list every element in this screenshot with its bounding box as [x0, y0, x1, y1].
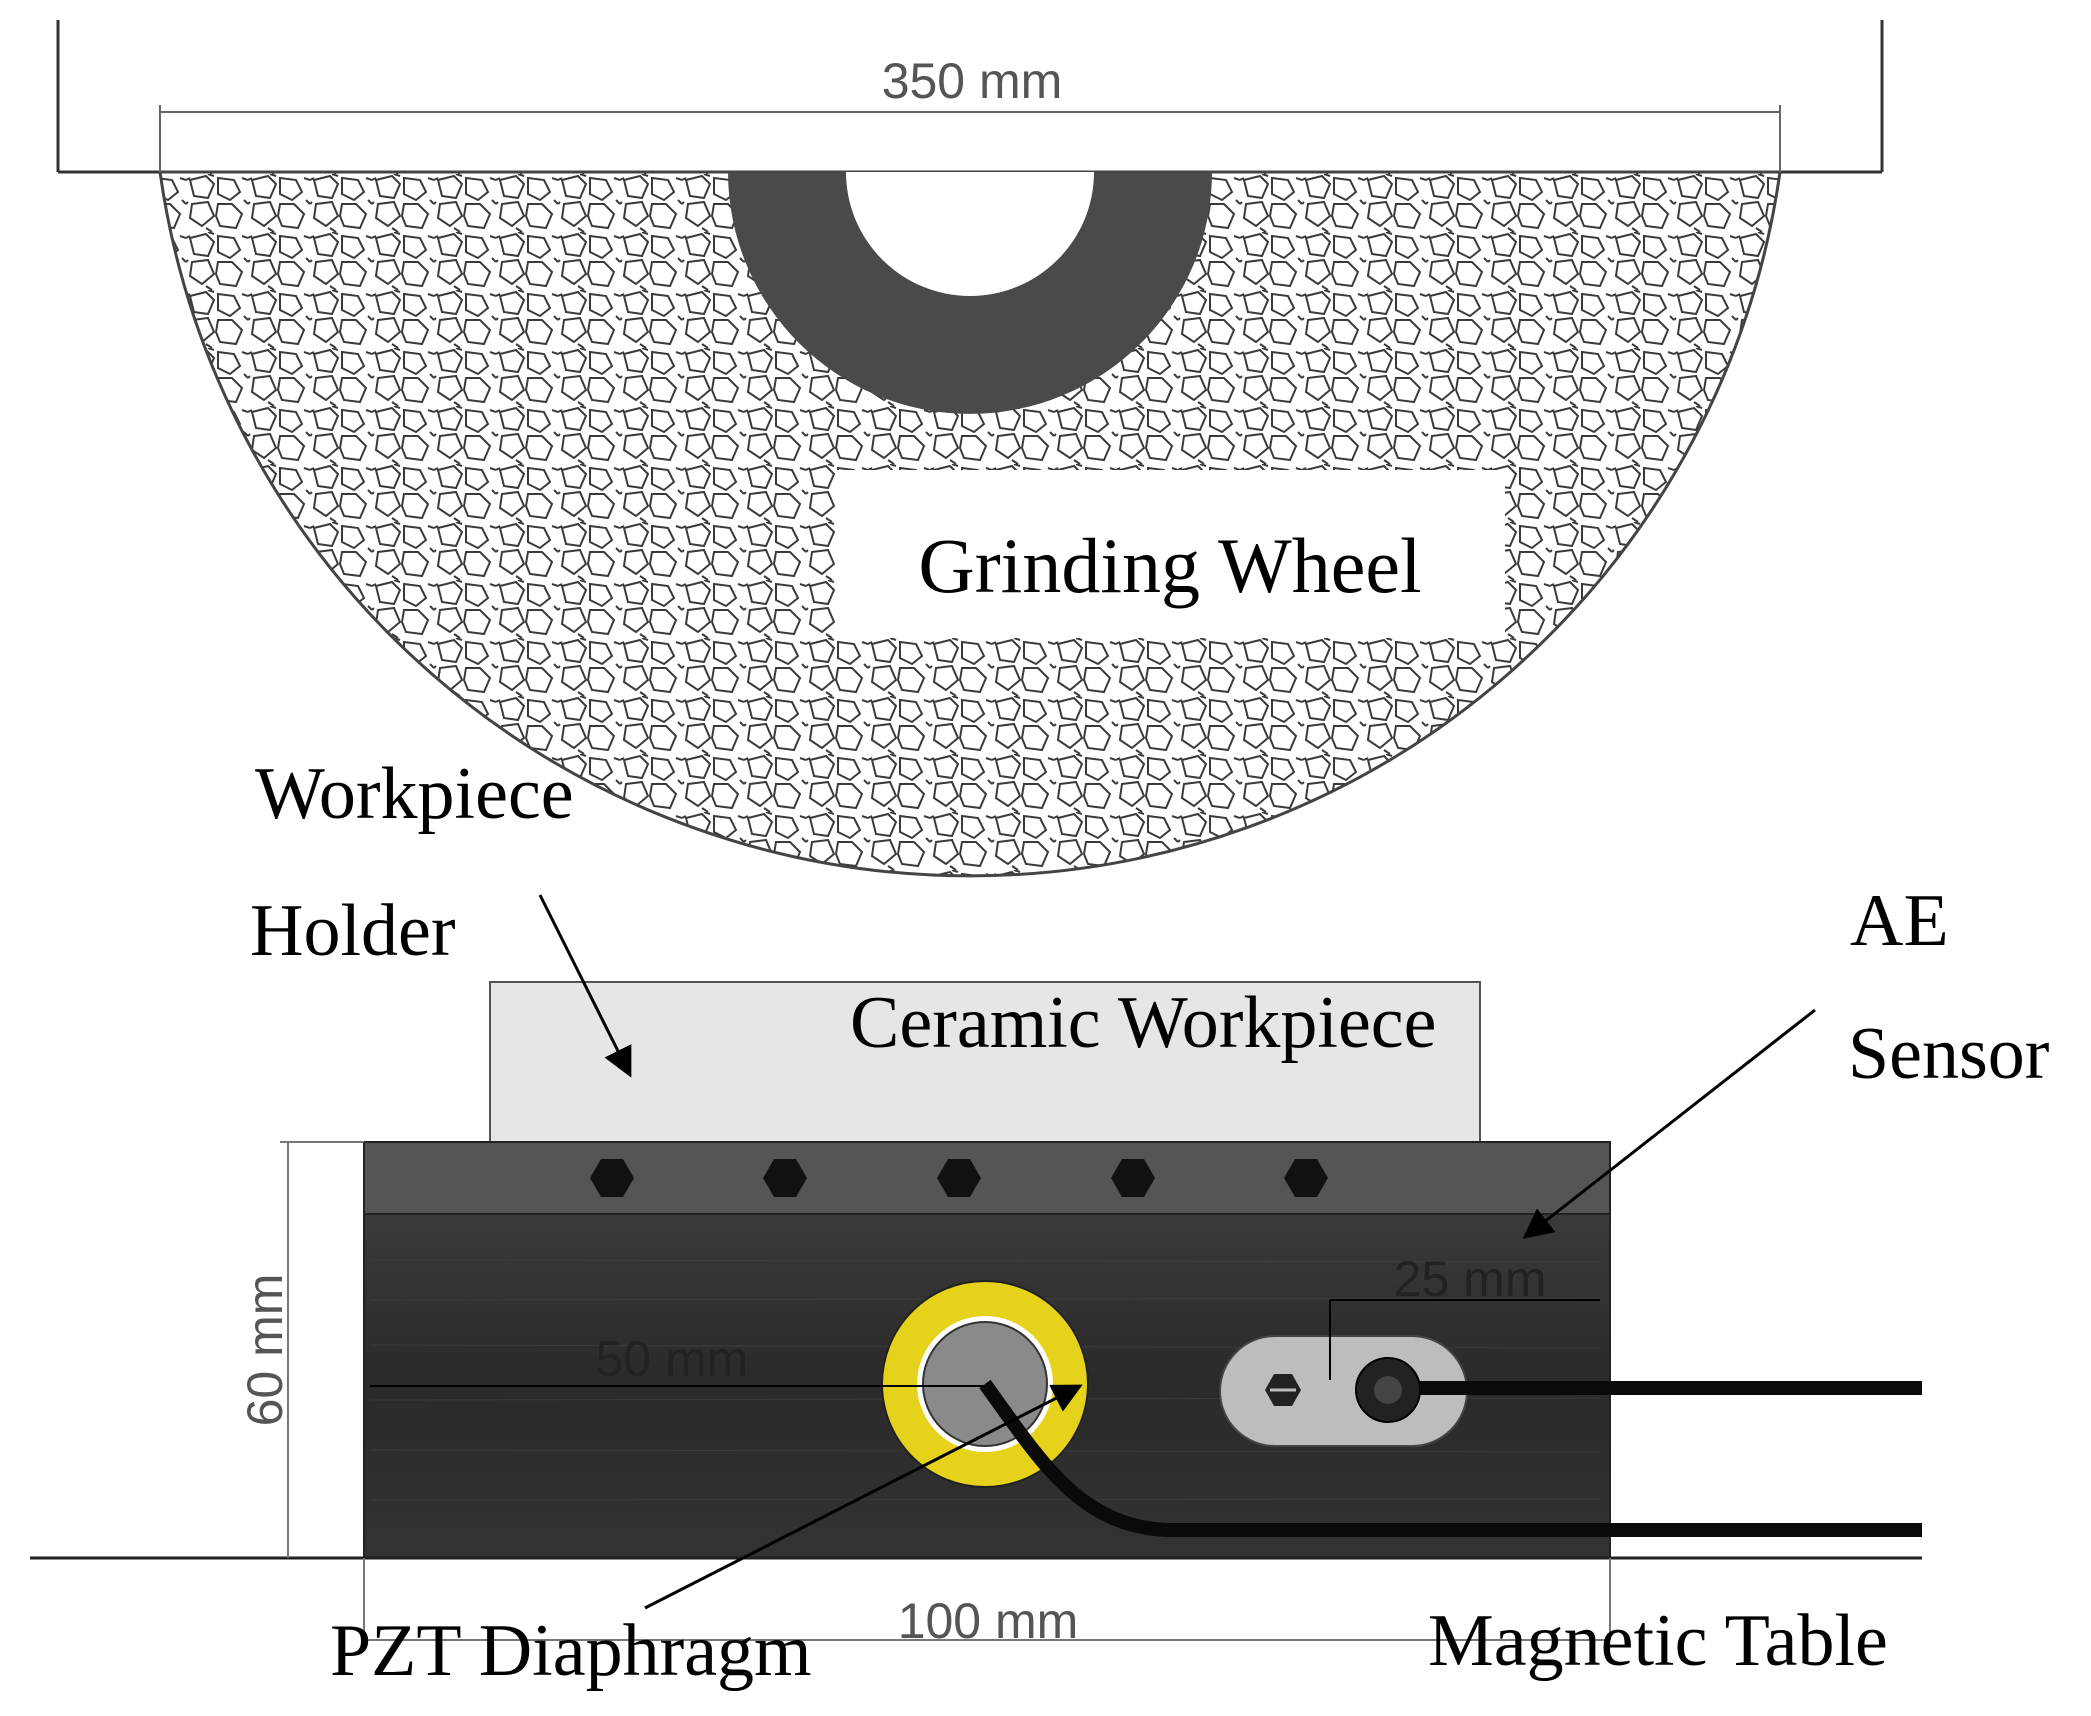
pzt-offset-label: 50 mm: [596, 1331, 749, 1387]
table-width-dimension: 100 mm: [363, 1558, 1611, 1649]
wheel-diameter-label: 350 mm: [882, 53, 1063, 109]
pzt-offset-dimension: 50 mm: [370, 1331, 985, 1387]
workpiece-holder-label-line1: Workpiece: [255, 753, 574, 835]
ae-sensor: [1219, 1335, 1468, 1447]
magnetic-table-label: Magnetic Table: [1428, 1600, 1888, 1682]
hex-bolt-icon: [1284, 1159, 1328, 1197]
sensor-offset-label: 25 mm: [1394, 1251, 1547, 1307]
pzt-diaphragm-label: PZT Diaphragm: [330, 1610, 812, 1692]
sensor-offset-dimension: 25 mm: [1329, 1251, 1600, 1380]
leader-arrows: [538, 894, 1816, 1610]
pzt-diaphragm-arrow: [644, 1384, 1083, 1610]
wheel-hub: [728, 172, 1212, 414]
hex-bolt-icon: [937, 1159, 981, 1197]
wheel-diameter-dimension: 350 mm: [159, 53, 1781, 172]
ceramic-workpiece: [489, 981, 1481, 1143]
table-height-dimension: 60 mm: [237, 1141, 364, 1558]
table-height-label: 60 mm: [237, 1274, 293, 1427]
table-width-label: 100 mm: [898, 1593, 1079, 1649]
ae-sensor-label-line1: AE: [1850, 880, 1949, 962]
grinding-wheel-label: Grinding Wheel: [918, 522, 1421, 609]
hex-bolt-icon: [1111, 1159, 1155, 1197]
workpiece-holder-arrow: [538, 894, 632, 1078]
grinding-wheel-label-box: Grinding Wheel: [835, 470, 1505, 638]
hex-bolts: [590, 1159, 1328, 1197]
ae-sensor-label-line2: Sensor: [1848, 1013, 2049, 1095]
hex-bolt-icon: [590, 1159, 634, 1197]
ceramic-workpiece-label: Ceramic Workpiece: [850, 982, 1436, 1064]
ae-sensor-arrow: [1522, 1008, 1816, 1239]
workpiece-holder-label-line2: Holder: [250, 890, 456, 972]
cables: [979, 1379, 1922, 1537]
hex-bolt-icon: [763, 1159, 807, 1197]
